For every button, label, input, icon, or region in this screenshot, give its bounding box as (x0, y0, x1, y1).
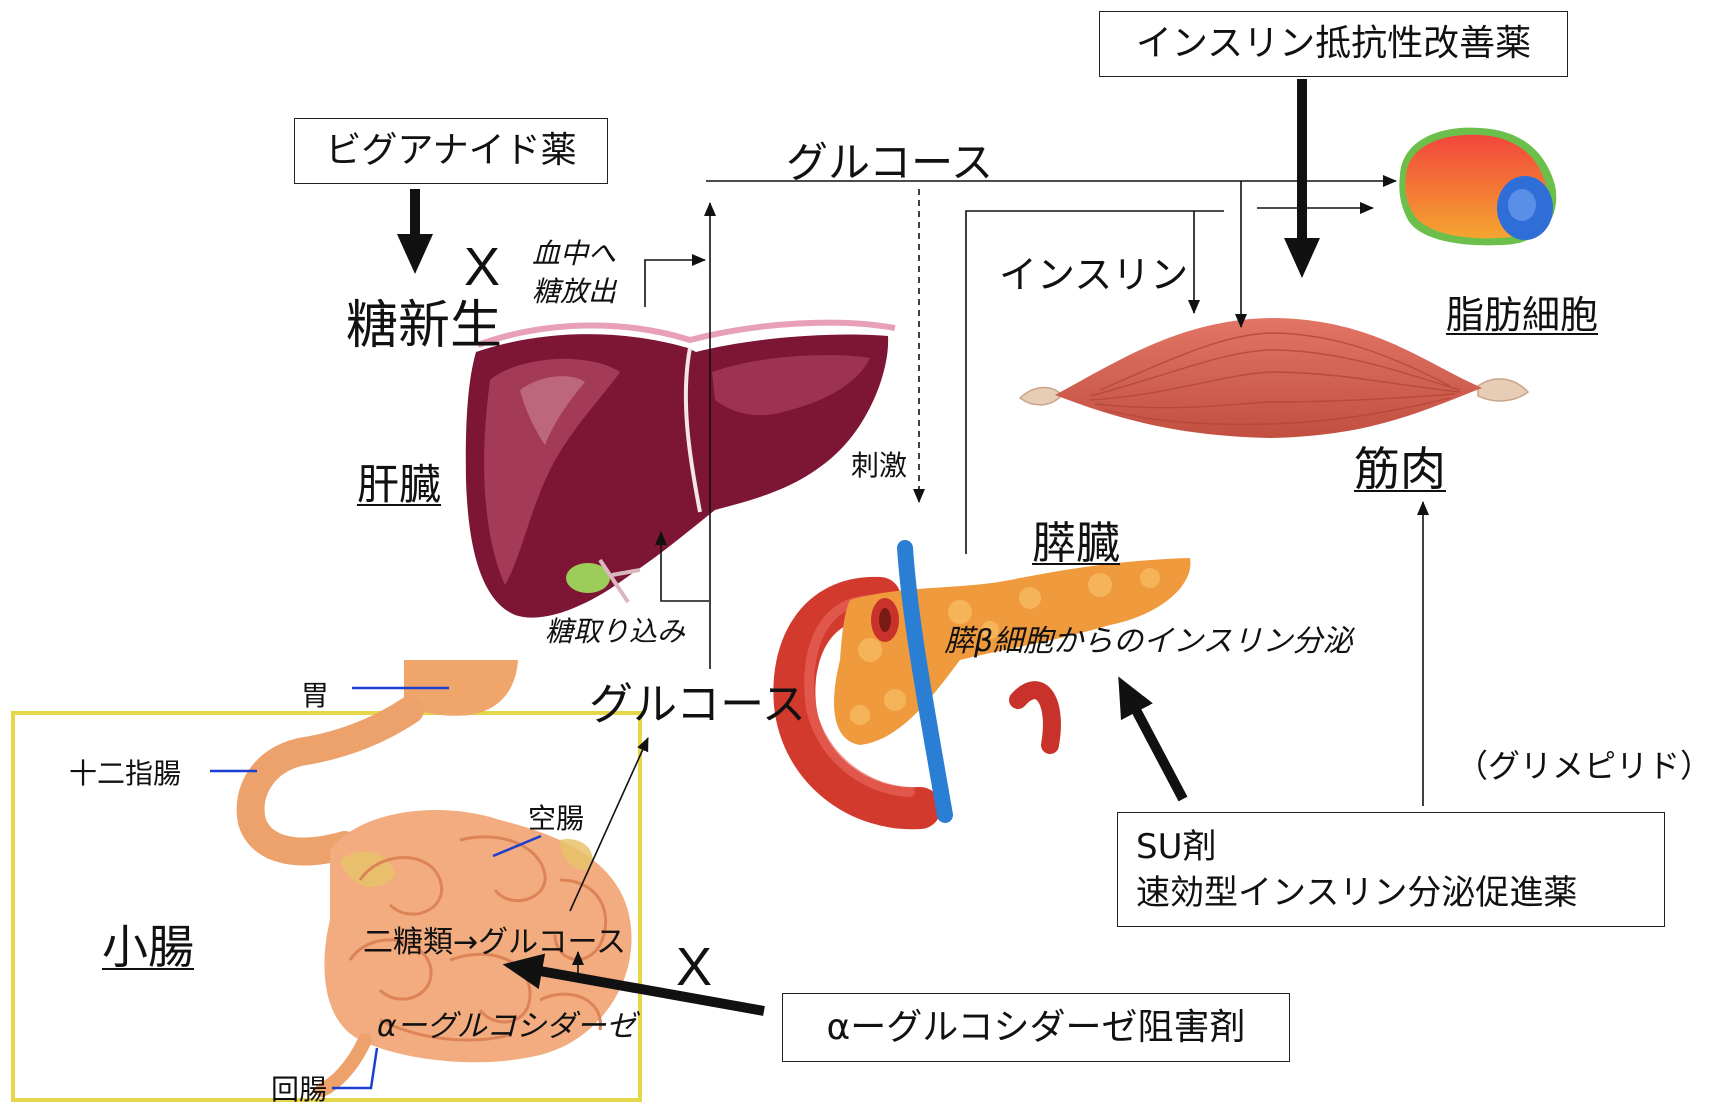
liver-block-mark: X (464, 240, 500, 294)
fat-cell-illustration (1399, 128, 1556, 246)
jejunum-label: 空腸 (528, 805, 584, 833)
stomach-label: 胃 (301, 682, 329, 710)
su-action-arrow (1136, 710, 1183, 799)
small-intestine-label: 小腸 (102, 924, 194, 970)
insulin-sensitizer-label: インスリン抵抗性改善薬 (1136, 26, 1531, 62)
glucose-mid-label: グルコース (589, 683, 806, 727)
liver-illustration (466, 323, 895, 618)
pancreas-label: 膵臓 (1032, 522, 1120, 566)
intestine-block-mark: X (676, 940, 712, 994)
stimulus-label: 刺激 (851, 452, 907, 480)
liver-label: 肝臓 (357, 464, 441, 506)
alpha-gi-box: αーグルコシダーゼ阻害剤 (782, 993, 1290, 1062)
alpha-gi-label: αーグルコシダーゼ阻害剤 (826, 1010, 1245, 1046)
blood-release-label-line1: 血中へ (532, 240, 616, 268)
ileum-label: 回腸 (271, 1076, 327, 1104)
glucose-uptake-label: 糖取り込み (545, 618, 685, 646)
insulin-label: インスリン (999, 256, 1188, 294)
blood-release-label-line2: 糖放出 (532, 278, 616, 306)
rapid-secretagogue-label: 速効型インスリン分泌促進薬 (1136, 876, 1577, 910)
gluconeogenesis-label: 糖新生 (346, 300, 502, 352)
insulin-sensitizer-box: インスリン抵抗性改善薬 (1099, 11, 1568, 77)
pancreas-illustration (794, 548, 1190, 815)
alpha-glucosidase-label: αーグルコシダーゼ (377, 1012, 636, 1042)
su-drug-box: SU剤 速効型インスリン分泌促進薬 (1117, 812, 1665, 927)
biguanide-label: ビグアナイド薬 (325, 133, 576, 169)
glimepiride-label: （グリメピリド） (1456, 750, 1712, 782)
disaccharide-label: 二糖類→グルコース (363, 928, 626, 958)
fat-cell-label: 脂肪細胞 (1446, 296, 1598, 334)
beta-cell-secretion-label: 膵β細胞からのインスリン分泌 (944, 627, 1353, 657)
muscle-label: 筋肉 (1354, 446, 1446, 492)
duodenum-label: 十二指腸 (69, 760, 181, 788)
blood-release-arrow (645, 260, 705, 307)
su-label: SU剤 (1136, 830, 1216, 864)
glucose-top-label: グルコース (786, 142, 993, 184)
biguanide-box: ビグアナイド薬 (294, 118, 608, 184)
